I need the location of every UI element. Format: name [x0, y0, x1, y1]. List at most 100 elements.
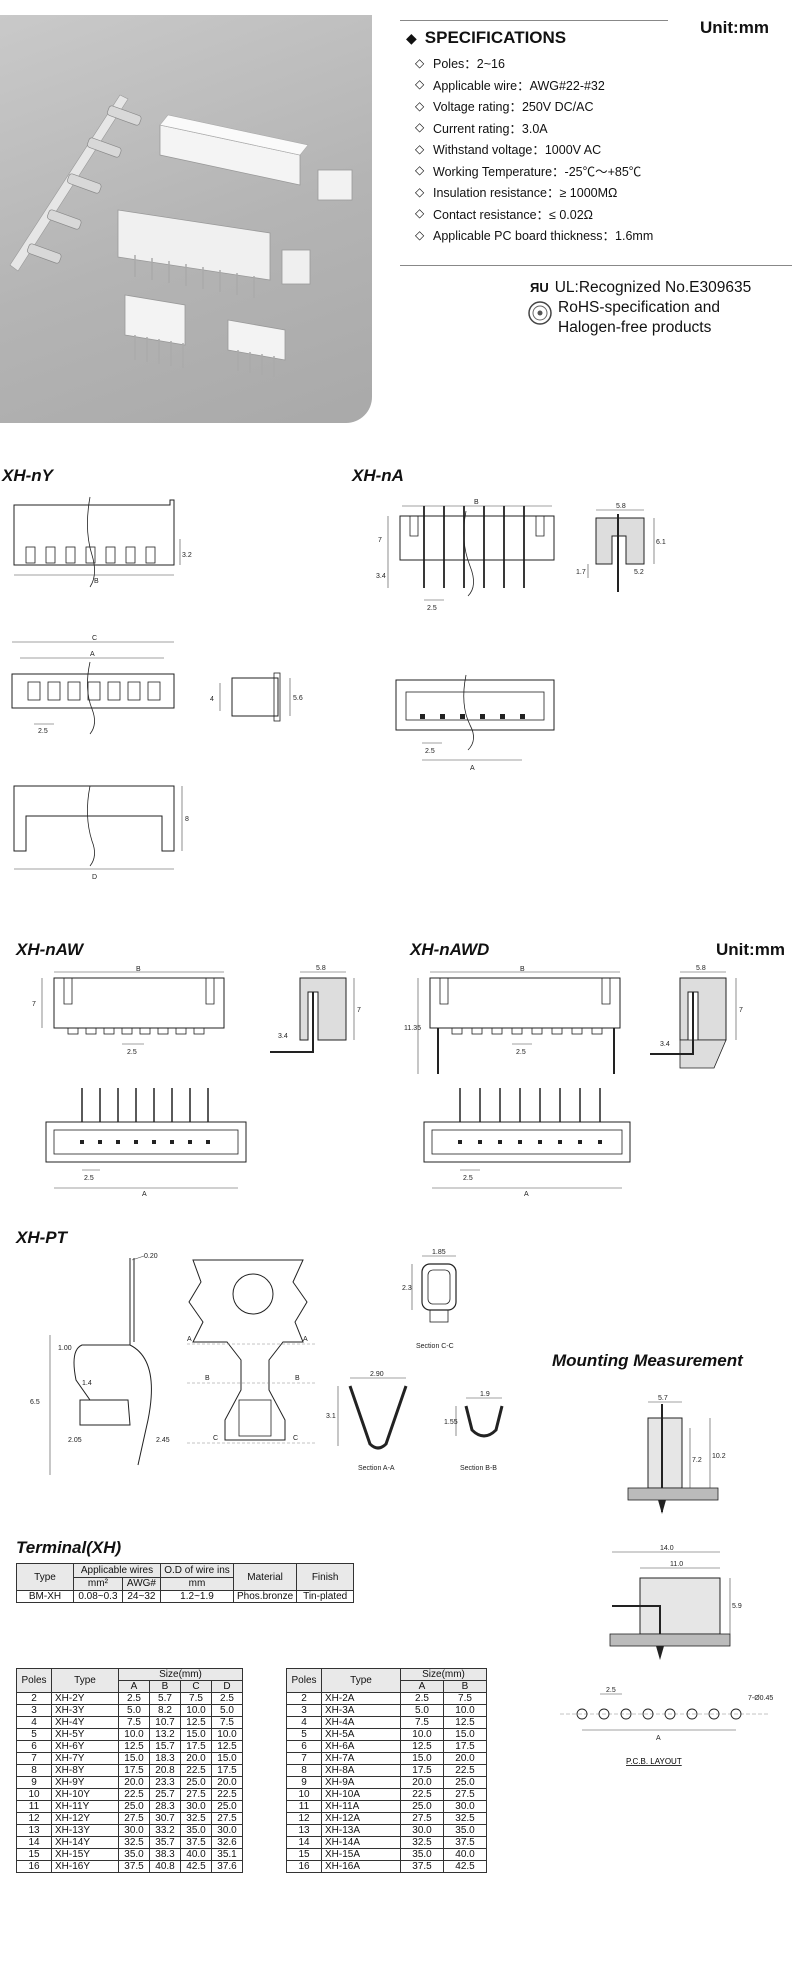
table-cell: XH-4A: [321, 1716, 401, 1729]
table-cell: 13: [16, 1824, 52, 1837]
table-cell: 15.0: [118, 1752, 150, 1765]
divider: [400, 20, 668, 21]
dim-a: A: [524, 1191, 529, 1198]
table-cell: XH-16A: [321, 1860, 401, 1873]
section-title-xh-pt: XH-PT: [16, 1228, 67, 1247]
dim-1-4: 1.4: [82, 1380, 92, 1387]
table-cell: 2: [16, 1692, 52, 1705]
table-cell: XH-15A: [321, 1848, 401, 1861]
table-cell: XH-10Y: [51, 1788, 119, 1801]
section-label-c-c: Section C-C: [416, 1343, 454, 1350]
table-cell: 22.5: [400, 1788, 444, 1801]
table-cell: 20.8: [149, 1764, 181, 1777]
table-cell: 10.0: [118, 1728, 150, 1741]
dim-6-1: 6.1: [656, 539, 666, 546]
spec-item: ◇Contact resistance：≤ 0.02Ω: [415, 206, 594, 222]
table-cell: XH-9A: [321, 1776, 401, 1789]
table-cell: XH-7Y: [51, 1752, 119, 1765]
table-cell: 37.5: [400, 1860, 444, 1873]
table-cell: 20.0: [443, 1752, 487, 1765]
table-cell: 7: [286, 1752, 322, 1765]
table-cell: 7.5: [118, 1716, 150, 1729]
table-cell: 22.5: [118, 1788, 150, 1801]
table-cell: XH-2Y: [51, 1692, 119, 1705]
table-cell: 18.3: [149, 1752, 181, 1765]
table-cell: 17.5: [118, 1764, 150, 1777]
xh-ny-front-view: C A 2.5: [11, 635, 175, 735]
dim-5-7: 5.7: [658, 1395, 668, 1402]
product-photo: [0, 15, 372, 423]
section-title-terminal: Terminal(XH): [16, 1538, 122, 1557]
table-cell: 32.5: [118, 1836, 150, 1849]
dim-c: C: [92, 635, 97, 642]
table-cell: 8: [16, 1764, 52, 1777]
dim-7: 7: [32, 1001, 36, 1008]
table-cell: 7.5: [400, 1716, 444, 1729]
table-cell: XH-8A: [321, 1764, 401, 1777]
diamond-bullet-icon: ◆: [406, 30, 417, 46]
section-mark-c: C: [293, 1435, 298, 1442]
dim-pitch: 2.5: [463, 1175, 473, 1182]
table-cell: 27.5: [211, 1812, 243, 1825]
dim-1-55: 1.55: [444, 1419, 458, 1426]
table-cell: 20.0: [400, 1776, 444, 1789]
unit-label-2: Unit:mm: [716, 940, 785, 959]
table-cell: 40.8: [149, 1860, 181, 1873]
divider: [400, 265, 792, 266]
table-cell: 37.5: [443, 1836, 487, 1849]
diamond-outline-icon: ◇: [415, 206, 425, 221]
table-cell: 30.0: [118, 1824, 150, 1837]
dim-3-2: 3.2: [182, 552, 192, 559]
table-cell: 15.0: [400, 1752, 444, 1765]
xh-na-front-view: B 7 3.4 2.5: [376, 499, 555, 612]
dim-11-0: 11.0: [670, 1561, 683, 1568]
xh-naw-side-view: 5.8 7 3.4: [270, 965, 361, 1053]
spec-item: ◇Poles：2~16: [415, 55, 505, 72]
table-cell: 23.3: [149, 1776, 181, 1789]
table-cell: 12.5: [180, 1716, 212, 1729]
table-cell: 10.0: [211, 1728, 243, 1741]
table-cell: XH-7A: [321, 1752, 401, 1765]
table-cell: XH-12A: [321, 1812, 401, 1825]
table-cell: 12.5: [443, 1716, 487, 1729]
table-cell: 12.5: [400, 1740, 444, 1753]
table-cell: XH-2A: [321, 1692, 401, 1705]
dim-1-00: 1.00: [58, 1345, 72, 1352]
table-cell: 27.5: [443, 1788, 487, 1801]
table-cell: 12.5: [211, 1740, 243, 1753]
table-cell: 35.0: [118, 1848, 150, 1861]
table-cell: 42.5: [180, 1860, 212, 1873]
table-cell: 11: [286, 1800, 322, 1813]
table-cell: 12.5: [118, 1740, 150, 1753]
section-label-b-b: Section B-B: [460, 1465, 497, 1472]
table-cell: 22.5: [211, 1788, 243, 1801]
dim-5-8: 5.8: [316, 965, 326, 972]
diamond-outline-icon: ◇: [415, 163, 425, 178]
xh-na-bottom-view: 2.5 A: [395, 674, 555, 772]
section-mark-c: C: [213, 1435, 218, 1442]
dim-a: A: [142, 1191, 147, 1198]
dim-1-85: 1.85: [432, 1249, 446, 1256]
dim-pitch: 2.5: [425, 748, 435, 755]
dim-b: B: [94, 578, 99, 585]
table-cell: 35.0: [180, 1824, 212, 1837]
table-cell: 10: [286, 1788, 322, 1801]
table-cell: 8: [286, 1764, 322, 1777]
table-cell: 22.5: [443, 1764, 487, 1777]
diamond-outline-icon: ◇: [415, 55, 425, 70]
table-cell: 7.5: [443, 1692, 487, 1705]
dim-7: 7: [357, 1007, 361, 1014]
dim-2-90: 2.90: [370, 1371, 384, 1378]
dim-7: 7: [739, 1007, 743, 1014]
